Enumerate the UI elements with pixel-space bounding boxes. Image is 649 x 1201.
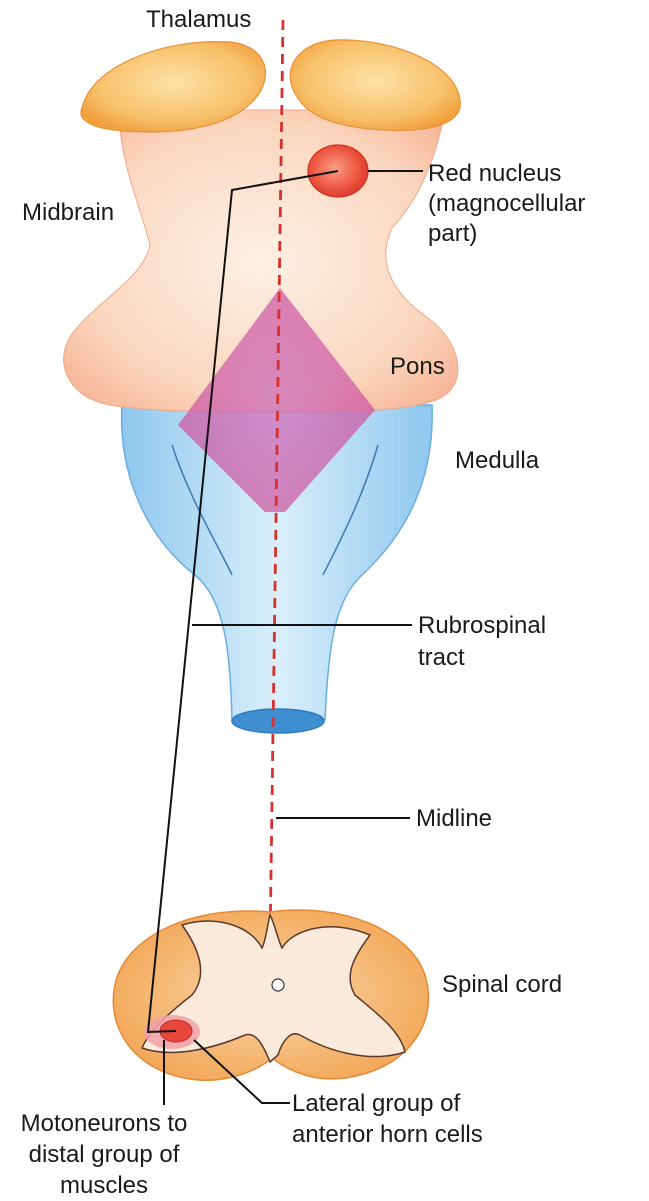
medulla-cut-surface: [232, 709, 324, 733]
rubrospinal-label-2: tract: [418, 644, 465, 671]
thalamus-label: Thalamus: [146, 6, 251, 33]
rubrospinal-label-1: Rubrospinal: [418, 612, 546, 639]
motoneurons-label-2: distal group of: [29, 1141, 180, 1168]
red-nucleus-label-3: part): [428, 220, 477, 247]
midline-label: Midline: [416, 805, 492, 832]
spinal-cord-label: Spinal cord: [442, 971, 562, 998]
red-nucleus-label-2: (magnocellular: [428, 190, 585, 217]
lateral-group-label-2: anterior horn cells: [292, 1121, 483, 1148]
lateral-group-label-1: Lateral group of: [292, 1090, 460, 1117]
red-nucleus-label-1: Red nucleus: [428, 160, 561, 187]
midbrain-label: Midbrain: [22, 199, 114, 226]
pons-label: Pons: [390, 353, 445, 380]
motoneurons-label-3: muscles: [60, 1172, 148, 1199]
central-canal: [272, 979, 284, 991]
medulla-label: Medulla: [455, 447, 540, 474]
motoneurons-label-1: Motoneurons to: [21, 1110, 188, 1137]
